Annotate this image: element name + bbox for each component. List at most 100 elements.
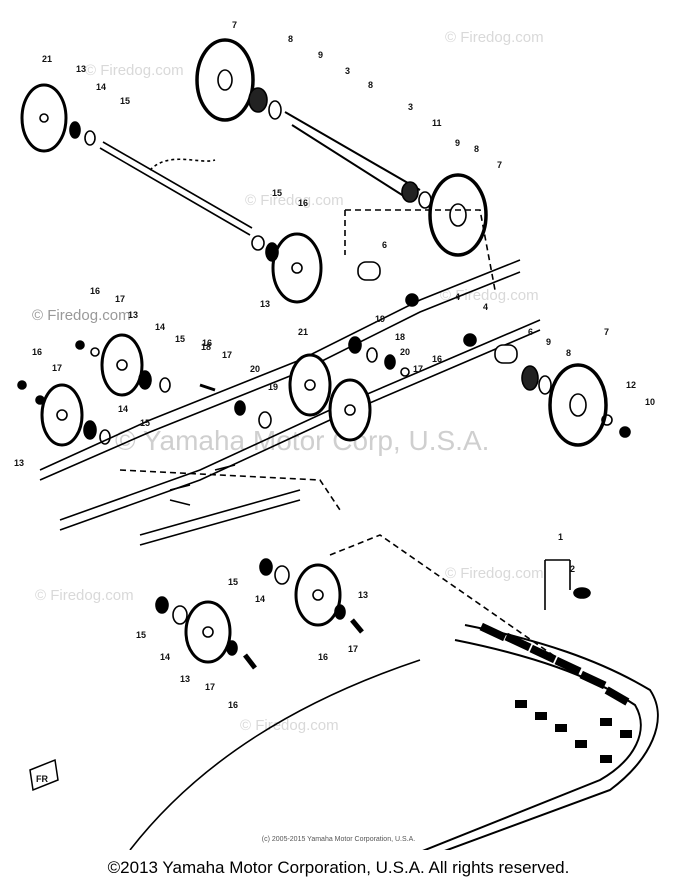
idler-wheel-icon [328,378,372,442]
callout-number: 7 [232,20,237,30]
bearing-icon [69,121,81,139]
bolt-icon [405,293,419,307]
callout-number: 6 [382,240,387,250]
callout-number: 13 [14,458,24,468]
line-art [17,38,659,850]
bearing-icon [384,354,396,370]
callout-number: 8 [474,144,479,154]
bearing-icon [265,242,279,262]
callout-number: 13 [76,64,86,74]
bearing-icon [83,420,97,440]
main-shaft [284,111,421,191]
watermark: © Firedog.com [240,717,339,734]
idler-wheel-icon [294,563,342,627]
sprocket-wheel-icon [20,83,68,153]
callout-number: 15 [175,334,185,344]
callout-number: 3 [408,102,413,112]
callout-number: 1 [558,532,563,542]
watermark: © Firedog.com [35,587,134,604]
sprocket-wheel-icon [428,173,488,257]
collar-icon [366,347,378,363]
callout-number: 20 [250,364,260,374]
bearing-icon [138,370,152,390]
callout-number: 13 [128,310,138,320]
idler-wheel-icon [100,333,144,397]
bolt-icon [17,380,27,390]
callout-number: 21 [42,54,52,64]
washer-icon [601,414,613,426]
bolt-icon [35,395,45,405]
dashed-guide [329,534,561,661]
callout-number: 4 [455,292,460,302]
callout-number: 9 [455,138,460,148]
sprocket-wheel-icon [195,38,255,122]
callout-number: 8 [566,348,571,358]
callout-number: 9 [318,50,323,60]
callout-bracket [544,559,571,610]
cross-shaft [139,489,301,536]
cross-shaft [139,499,301,546]
callout-number: 17 [222,350,232,360]
dashed-guide [119,469,341,511]
washer-icon [400,367,410,377]
fr-badge-label: FR [36,774,48,784]
callout-number: 11 [432,118,442,128]
callout-number: 14 [96,82,106,92]
footer-copyright: ©2013 Yamaha Motor Corporation, U.S.A. A… [107,858,570,877]
collar-icon [84,130,96,146]
track-cleats [479,622,632,763]
hub-icon [569,393,587,417]
washer-icon [90,347,100,357]
callout-number: 8 [368,80,373,90]
bolt-icon [199,383,216,392]
callout-number: 2 [570,564,575,574]
bearing-icon [401,181,419,203]
callout-number: 17 [413,364,423,374]
frame-detail [169,464,236,506]
bushing-icon [494,344,518,364]
hub-icon [39,113,49,123]
callout-number: 14 [155,322,165,332]
hub-icon [304,379,316,391]
callout-number: 9 [546,337,551,347]
bolt-icon [75,340,85,350]
callout-number: 15 [140,418,150,428]
hub-icon [344,404,356,416]
callout-layer: 7893831198721131415151613216446987121016… [14,20,655,710]
dashed-guide [345,209,496,291]
watermark: © Firedog.com [245,192,344,209]
collar-icon [159,377,171,393]
bearing-icon [226,640,238,656]
shaft-outline [149,158,216,171]
callout-number: 4 [483,302,488,312]
front-direction-badge: FR [29,758,59,792]
collar-icon [538,375,552,395]
parts-diagram: © Firedog.com © Firedog.com © Firedog.co… [14,20,659,850]
bearing-icon [348,336,362,354]
watermark: © Firedog.com [445,565,544,582]
drive-shaft [102,141,253,229]
watermark: © Firedog.com [32,307,131,324]
hub-icon [312,589,324,601]
callout-number: 18 [201,342,211,352]
callout-number: 17 [348,644,358,654]
hub-icon [291,262,303,274]
bolt-icon [463,333,477,347]
callout-number: 16 [228,700,238,710]
bearing-icon [234,400,246,416]
hub-icon [116,359,128,371]
callout-number: 16 [432,354,442,364]
callout-number: 13 [260,299,270,309]
callout-number: 20 [400,347,410,357]
nut-icon [619,426,631,438]
callout-number: 13 [358,590,368,600]
watermark: © Firedog.com [440,287,539,304]
collar-icon [251,235,265,251]
callout-number: 16 [202,338,212,348]
bearing-icon [155,596,169,614]
bushing-icon [357,261,381,281]
bearing-icon [521,365,539,391]
callout-number: 16 [318,652,328,662]
callout-number: 7 [604,327,609,337]
callout-number: 16 [298,198,308,208]
